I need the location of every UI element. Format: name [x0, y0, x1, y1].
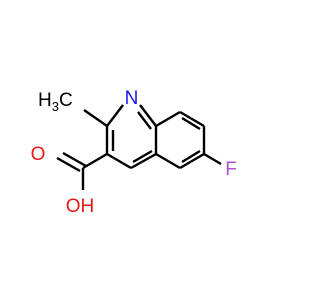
methyl-c: C [59, 90, 73, 111]
bond-c6-c5-inner [181, 149, 201, 164]
bond-c8a-c8 [155, 110, 181, 128]
bond-c8a-n1-inner [137, 111, 152, 130]
bond-c6-f [203, 152, 222, 166]
bond-c4-c4a [130, 152, 157, 170]
molecule-structure: H3C N F O OH [31, 88, 237, 217]
structure-canvas: H3C N F O OH [30, 88, 237, 217]
bond-c-o-double-b [56, 156, 81, 173]
bond-c8-c7-inner [181, 116, 201, 131]
bond-c6-c5 [179, 152, 205, 170]
bond-c-o-double-a [62, 151, 87, 168]
methyl-h: H [38, 90, 52, 111]
carbonyl-oxygen-label: O [31, 144, 46, 165]
bond-n1-c2 [106, 104, 124, 127]
atom-labels: H3C N F O OH [31, 88, 237, 217]
bond-c3-cooh [82, 152, 108, 170]
methyl-label: H3C [38, 90, 73, 114]
bond-c5-c4a [155, 152, 181, 170]
bond-c2-methyl [83, 109, 108, 127]
bond-c3-c4 [106, 152, 132, 170]
bonds [56, 104, 222, 190]
bond-c4-c4a-inner [132, 149, 153, 164]
bond-c8a-n1 [139, 104, 157, 127]
nitrogen-label: N [125, 88, 139, 109]
methyl-subscript: 3 [52, 99, 59, 114]
fluorine-label: F [225, 159, 237, 180]
bond-c8-c7 [179, 110, 205, 128]
hydroxyl-label: OH [66, 196, 95, 217]
